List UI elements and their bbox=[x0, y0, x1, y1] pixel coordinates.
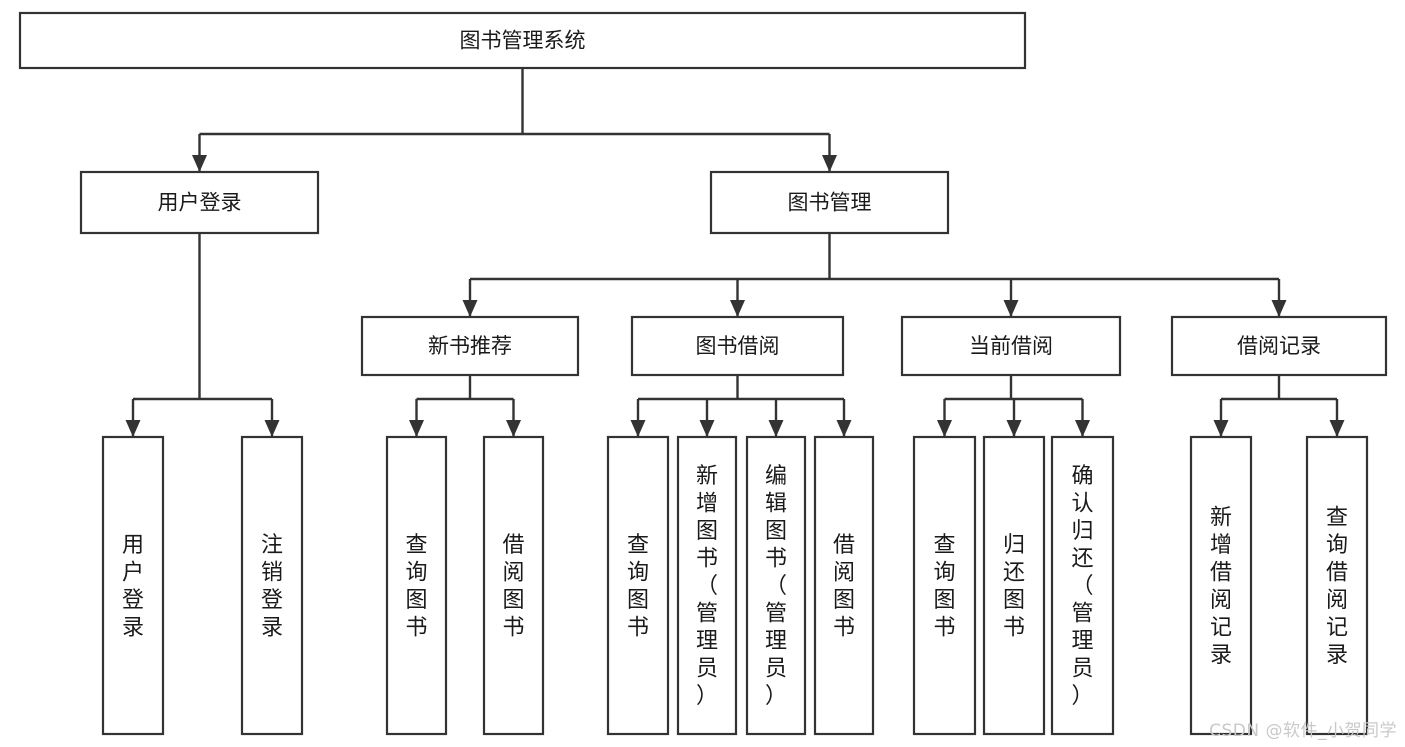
node-label: 借阅图书 bbox=[833, 533, 855, 641]
node-label: 注销登录 bbox=[261, 533, 283, 641]
edge-arrowhead bbox=[1075, 420, 1090, 437]
node-box bbox=[709, 170, 950, 235]
node-box bbox=[606, 435, 670, 736]
node-root[interactable]: 图书管理系统 bbox=[18, 11, 1027, 70]
node-label: 图书管理 bbox=[788, 191, 872, 215]
edge-arrowhead bbox=[1329, 420, 1345, 437]
node-box bbox=[482, 435, 545, 736]
edges-layer bbox=[125, 68, 1345, 437]
node-leaf-query-book-2[interactable]: 查询图书 bbox=[606, 435, 670, 736]
node-label: 借阅图书 bbox=[502, 533, 524, 641]
node-leaf-query-book-1[interactable]: 查询图书 bbox=[385, 435, 448, 736]
nodes-layer: 图书管理系统用户登录图书管理新书推荐图书借阅当前借阅借阅记录用户登录注销登录查询… bbox=[18, 11, 1388, 736]
node-box bbox=[18, 11, 1027, 70]
node-leaf-confirm-return[interactable]: 确认归还（管理员） bbox=[1050, 435, 1115, 736]
node-label: 查询图书 bbox=[627, 533, 649, 641]
node-user-login[interactable]: 用户登录 bbox=[79, 170, 320, 235]
node-label: 确认归还（管理员） bbox=[1071, 464, 1093, 709]
node-book-borrow[interactable]: 图书借阅 bbox=[630, 315, 845, 377]
node-current-borrow[interactable]: 当前借阅 bbox=[900, 315, 1122, 377]
node-new-book-rec[interactable]: 新书推荐 bbox=[360, 315, 580, 377]
node-box bbox=[1170, 315, 1388, 377]
node-label: 新增借阅记录 bbox=[1210, 505, 1232, 668]
node-leaf-return-book[interactable]: 归还图书 bbox=[982, 435, 1046, 736]
node-box bbox=[101, 435, 165, 736]
edge-arrowhead bbox=[630, 420, 646, 437]
node-label: 归还图书 bbox=[1003, 533, 1025, 641]
edge-arrowhead bbox=[730, 300, 745, 317]
node-box bbox=[360, 315, 580, 377]
node-box bbox=[1189, 435, 1253, 736]
node-leaf-logout[interactable]: 注销登录 bbox=[240, 435, 304, 736]
edge-arrowhead bbox=[836, 420, 852, 437]
node-label: 新书推荐 bbox=[428, 334, 512, 358]
node-box bbox=[912, 435, 977, 736]
edge-arrowhead bbox=[125, 420, 141, 437]
edge-arrowhead bbox=[409, 420, 424, 437]
node-box bbox=[630, 315, 845, 377]
node-label: 借阅记录 bbox=[1237, 334, 1321, 358]
node-label: 图书管理系统 bbox=[460, 29, 586, 53]
node-label: 图书借阅 bbox=[696, 334, 780, 358]
edge-arrowhead bbox=[1213, 420, 1229, 437]
node-box bbox=[813, 435, 875, 736]
node-box bbox=[1305, 435, 1369, 736]
node-label: 编辑图书（管理员） bbox=[765, 464, 787, 709]
node-label: 用户登录 bbox=[122, 533, 144, 641]
edge-arrowhead bbox=[264, 420, 280, 437]
node-leaf-add-book[interactable]: 新增图书（管理员） bbox=[676, 435, 738, 736]
edge-arrowhead bbox=[699, 420, 715, 437]
node-leaf-edit-book[interactable]: 编辑图书（管理员） bbox=[745, 435, 807, 736]
node-leaf-query-record[interactable]: 查询借阅记录 bbox=[1305, 435, 1369, 736]
node-leaf-borrow-book-1[interactable]: 借阅图书 bbox=[482, 435, 545, 736]
node-leaf-user-login[interactable]: 用户登录 bbox=[101, 435, 165, 736]
node-book-manage[interactable]: 图书管理 bbox=[709, 170, 950, 235]
watermark-text: CSDN @软件_小贺同学 bbox=[1209, 721, 1397, 741]
edge-arrowhead bbox=[506, 420, 521, 437]
node-leaf-borrow-book-2[interactable]: 借阅图书 bbox=[813, 435, 875, 736]
edge-arrowhead bbox=[768, 420, 784, 437]
node-label: 新增图书（管理员） bbox=[696, 464, 718, 709]
edge-arrowhead bbox=[937, 420, 952, 437]
node-box bbox=[676, 435, 738, 736]
edge-arrowhead bbox=[1003, 300, 1019, 317]
node-box bbox=[1050, 435, 1115, 736]
node-box bbox=[385, 435, 448, 736]
node-label: 当前借阅 bbox=[969, 334, 1053, 358]
node-label: 查询借阅记录 bbox=[1326, 505, 1348, 668]
node-borrow-record[interactable]: 借阅记录 bbox=[1170, 315, 1388, 377]
edge-arrowhead bbox=[1006, 420, 1022, 437]
edge-arrowhead bbox=[822, 155, 837, 172]
node-box bbox=[900, 315, 1122, 377]
node-label: 查询图书 bbox=[933, 533, 955, 641]
node-box bbox=[79, 170, 320, 235]
edge-arrowhead bbox=[192, 155, 207, 172]
edge-arrowhead bbox=[462, 300, 478, 317]
node-leaf-add-record[interactable]: 新增借阅记录 bbox=[1189, 435, 1253, 736]
node-box bbox=[745, 435, 807, 736]
node-label: 用户登录 bbox=[158, 191, 242, 215]
node-leaf-query-book-3[interactable]: 查询图书 bbox=[912, 435, 977, 736]
node-box bbox=[982, 435, 1046, 736]
edge-arrowhead bbox=[1271, 300, 1287, 317]
node-box bbox=[240, 435, 304, 736]
node-label: 查询图书 bbox=[405, 533, 427, 641]
